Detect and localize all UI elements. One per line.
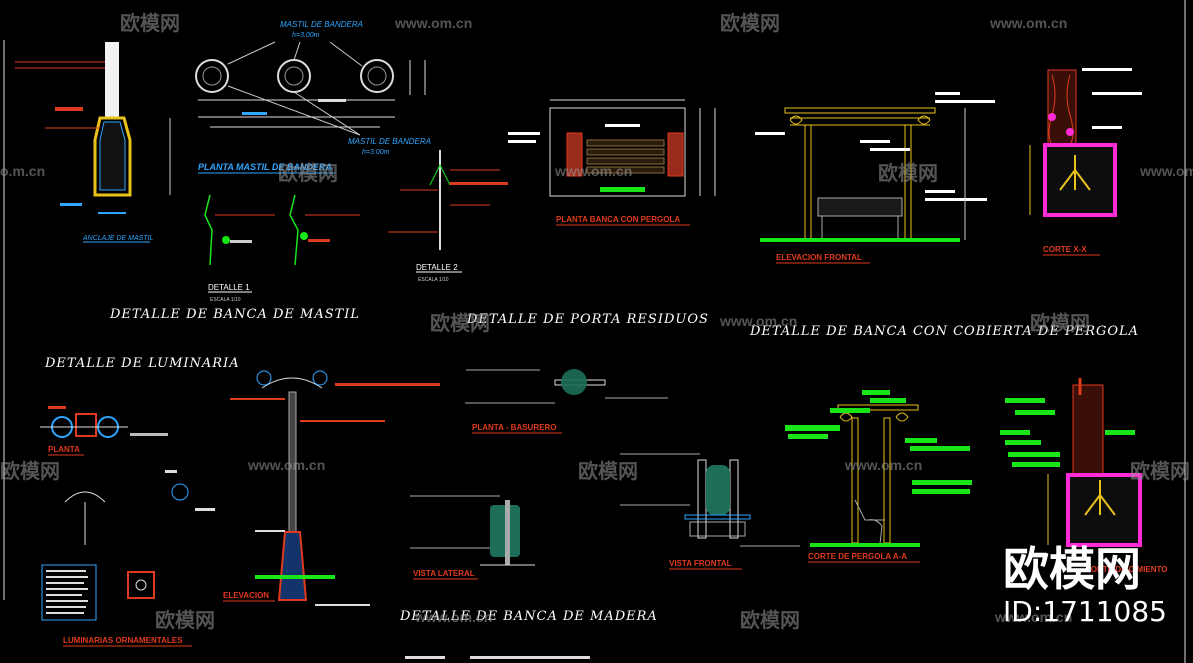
porta-residuos-section: PLANTA - BASURERO VISTA LATERAL VISTA FR… [410,369,800,580]
detalle2-label: DETALLE 2 [416,263,458,272]
wm-brand: 欧模网 [578,459,638,483]
vista-lateral-label: VISTA LATERAL [413,569,475,578]
pergola-plan-outline [549,107,686,197]
corte-pergola-label: CORTE DE PERGOLA A-A [808,552,907,561]
watermark-id: ID:1711085 [1003,595,1167,628]
mastil-anchor-section: ANCLAJE DE MASTIL [15,42,171,243]
planta-mastil-section: MASTIL DE BANDERA h=3.00m MASTIL DE BAND… [195,20,431,174]
planta-basurero-label: PLANTA - BASURERO [472,423,556,432]
detalle1-label: DETALLE 1 [208,283,250,292]
title-banca-pergola: DETALLE DE BANCA CON COBIERTA DE PERGOLA [749,324,1139,339]
mastil-bandera-label-1: MASTIL DE BANDERA [280,20,363,29]
luminaria-legend-box [41,564,97,621]
flag-pole [105,42,119,117]
escala2-label: ESCALA 1/10 [418,277,449,283]
wm-url: www.om.cn [844,457,922,473]
wm-url: www.om.cn [394,15,472,31]
corte-cimiento-label: CORTE DE CIMIENTO [1085,565,1168,574]
basurero-frontal [706,465,730,515]
pole-plan-3 [360,59,394,93]
luminaria-section: PLANTA LUMINARIAS ORNAMENTALES ELE [40,370,440,647]
wm-url: www.om.cn [554,163,632,179]
wm-brand: 欧模网 [155,608,215,632]
corte-xx-section: CORTE X-X [1029,68,1142,256]
corte-cimiento-section: CORTE DE CIMIENTO [1000,378,1168,574]
wm-url: www.om.cn [994,609,1072,625]
wm-url: www.om.cn [719,313,797,329]
vista-frontal-label: VISTA FRONTAL [669,559,732,568]
wm-url: www.om.cn [1139,163,1193,179]
elevacion-frontal-label: ELEVACION FRONTAL [776,253,862,262]
mastil-bandera-h-1: h=3.00m [292,32,320,39]
wm-url: www.om.cn [247,457,325,473]
title-banca-mastil: DETALLE DE BANCA DE MASTIL [109,307,360,322]
wm-url: www.om.cn [414,609,492,625]
wm-brand: 欧模网 [0,459,60,483]
watermark-brand-large: 欧模网 [1003,542,1141,596]
elevacion-lum-label: ELEVACION [223,591,269,600]
mastil-bandera-label-2: MASTIL DE BANDERA [348,137,431,146]
wm-brand: 欧模网 [740,608,800,632]
wm-brand: 欧模网 [720,11,780,35]
wm-brand: 欧模网 [120,11,180,35]
basurero-plan [561,369,587,395]
pole-footing-inner [99,121,126,191]
detalle-2-section: DETALLE 2 ESCALA 1/10 [388,150,508,283]
escala1-label: ESCALA 1/10 [210,297,241,303]
wm-brand: 欧模网 [878,161,938,185]
wm-brand: 欧模网 [430,311,490,335]
corte-pergola-section: CORTE DE PERGOLA A-A [785,390,972,563]
luminarias-orn-label: LUMINARIAS ORNAMENTALES [63,636,183,645]
corte-xx-label: CORTE X-X [1043,245,1087,254]
mastil-bandera-h-2: h=3.00m [362,149,390,156]
cimiento-footing [1066,473,1142,547]
pole-plan-1 [195,59,229,93]
watermark-layer: 欧模网 欧模网 欧模网 欧模网 欧模网 欧模网 欧模网 欧模网 欧模网 欧模网 … [0,11,1193,632]
title-porta-residuos: DETALLE DE PORTA RESIDUOS [466,312,709,327]
wm-url: www.om.cn [989,15,1067,31]
wm-brand: 欧模网 [1030,311,1090,335]
planta-banca-section: PLANTA BANCA CON PERGOLA [508,99,716,226]
wm-brand: 欧模网 [1130,459,1190,483]
planta-banca-label: PLANTA BANCA CON PERGOLA [556,215,680,224]
wm-brand: 欧模网 [278,161,338,185]
title-luminaria: DETALLE DE LUMINARIA [44,356,240,371]
pole-plan-2 [277,59,311,93]
elevacion-frontal-section: ELEVACION FRONTAL [755,92,995,264]
anclaje-label: ANCLAJE DE MASTIL [82,235,154,242]
detalle-1-section: DETALLE 1 ESCALA 1/10 [204,194,360,303]
wm-url-cut: o.m.cn [0,163,45,179]
planta-lum-label: PLANTA [48,445,80,454]
pole-footing [93,116,132,197]
title-banca-madera: DETALLE DE BANCA DE MADERA [399,609,658,624]
corte-xx-footing [1043,143,1117,217]
planta-mastil-label: PLANTA MASTIL DE BANDERA [198,162,332,172]
